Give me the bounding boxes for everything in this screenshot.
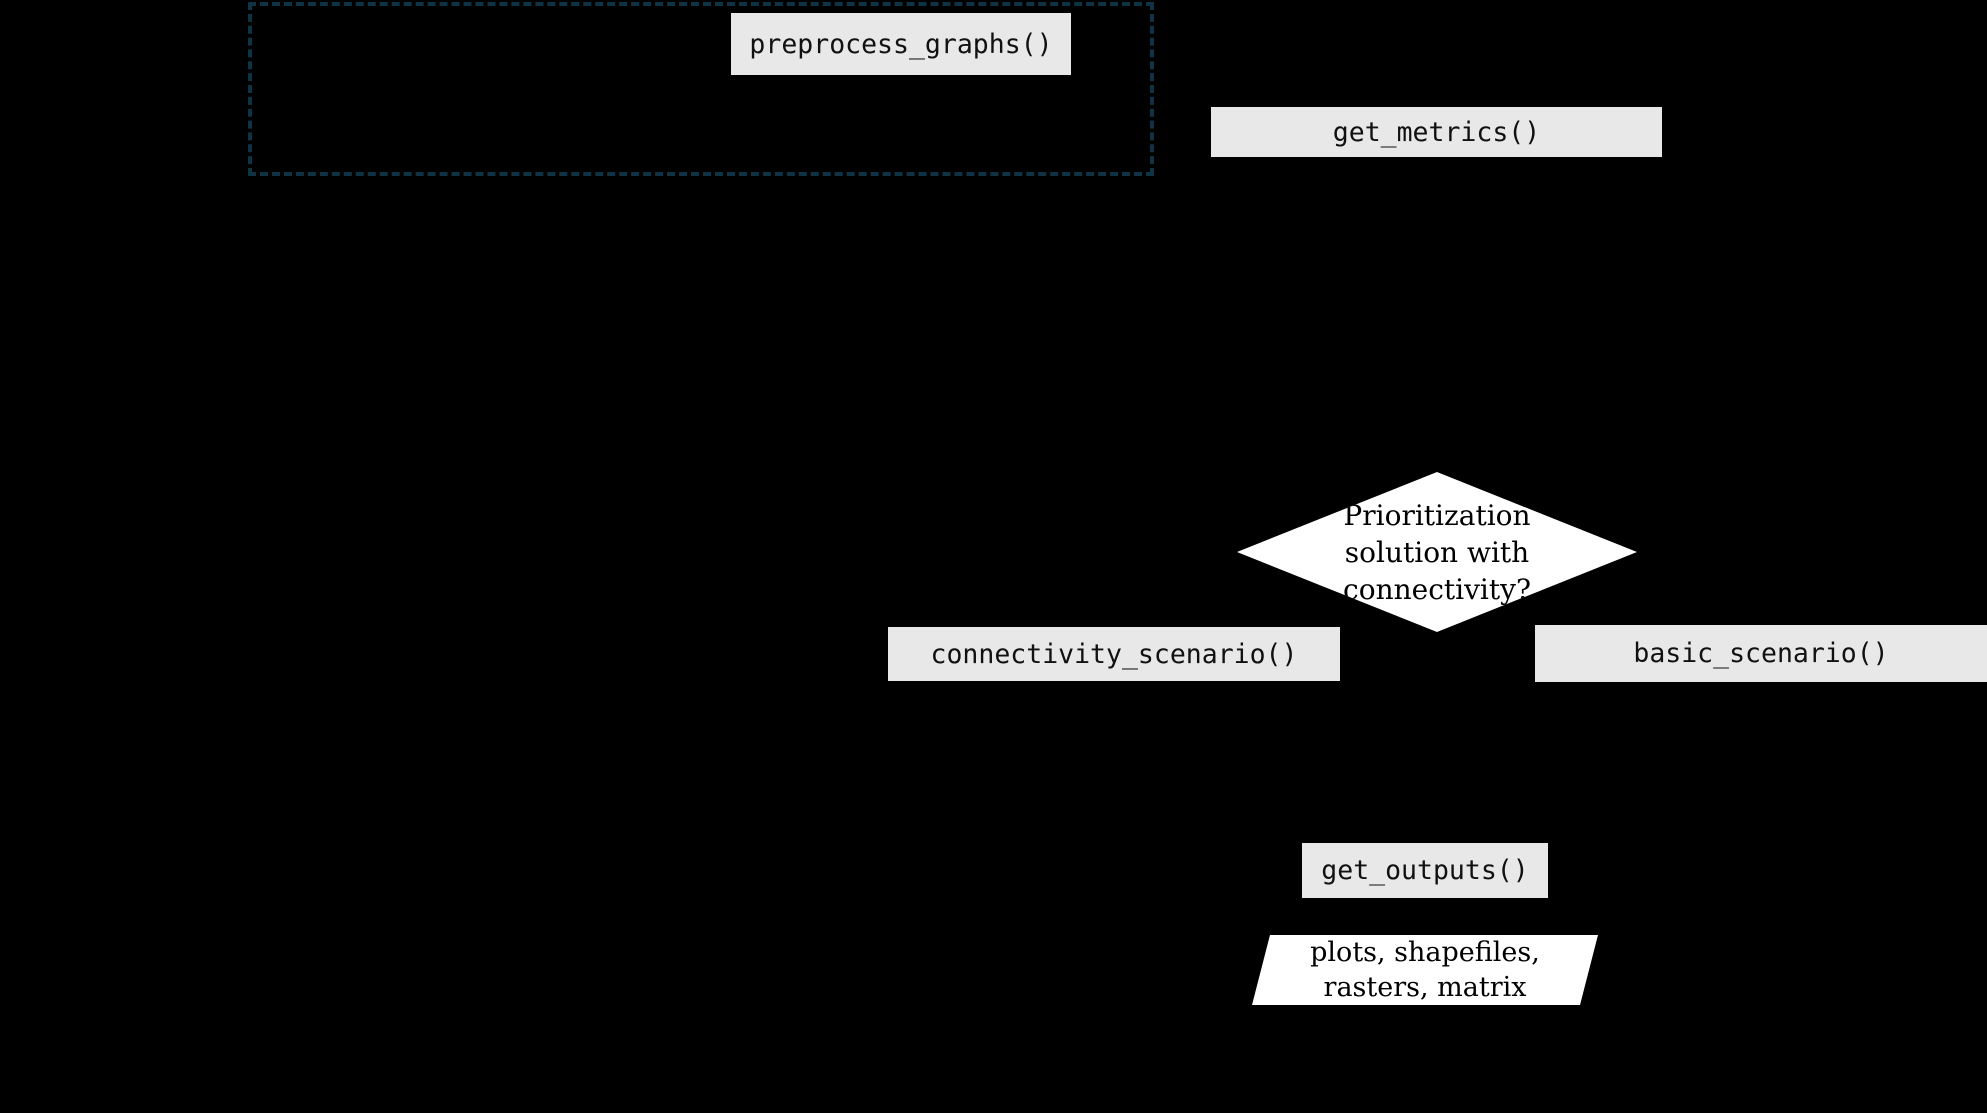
decision-text-line1: Prioritization: [1343, 498, 1531, 532]
get-outputs-node: get_outputs(): [1302, 843, 1548, 898]
get-metrics-label: get_metrics(): [1332, 116, 1541, 148]
outputs-io-line2: rasters, matrix: [1323, 972, 1527, 1003]
outputs-io-parallelogram: plots, shapefiles, rasters, matrix: [1252, 935, 1598, 1005]
decision-text-line2: solution with: [1344, 535, 1530, 569]
preprocess-graphs-label: preprocess_graphs(): [749, 28, 1053, 60]
preprocess-graphs-node: preprocess_graphs(): [731, 13, 1071, 75]
preprocessing-dashed-group-outline: [248, 2, 1154, 176]
prioritization-decision-diamond: Prioritization solution with connectivit…: [1237, 472, 1637, 632]
basic-scenario-node: basic_scenario(): [1535, 625, 1987, 682]
basic-scenario-label: basic_scenario(): [1633, 638, 1889, 669]
get-outputs-label: get_outputs(): [1321, 855, 1529, 886]
outputs-io-line1: plots, shapefiles,: [1310, 937, 1540, 968]
get-metrics-node: get_metrics(): [1211, 107, 1662, 157]
connectivity-scenario-node: connectivity_scenario(): [888, 627, 1340, 681]
connectivity-scenario-label: connectivity_scenario(): [930, 638, 1298, 670]
decision-text-line3: connectivity?: [1343, 572, 1531, 606]
